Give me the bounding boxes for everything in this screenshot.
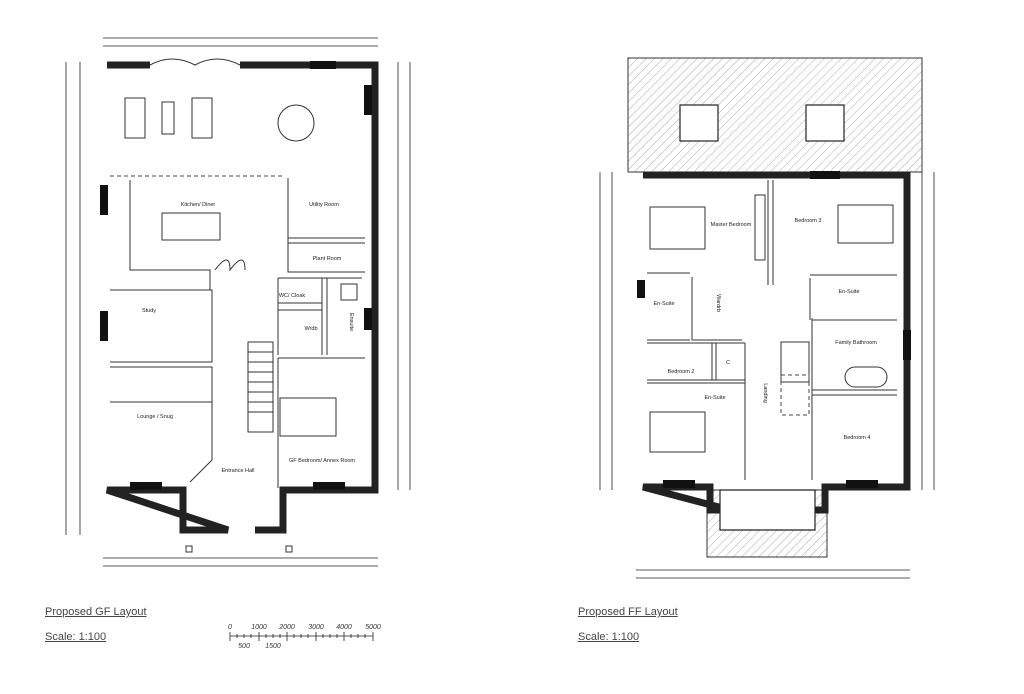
room-label: En-Suite — [704, 395, 725, 401]
scale-tick-label: 1000 — [251, 624, 267, 631]
room-label: Bedroom 3 — [795, 218, 822, 224]
scale-tick-label: 3000 — [308, 624, 324, 631]
first-floor-plan: Master Bedroom Bedroom 3 En-Suite Wardrb… — [599, 57, 935, 579]
gf-layout-title: Proposed GF Layout — [45, 606, 147, 618]
room-label: Plant Room — [313, 256, 342, 262]
gf-scale-label: Scale: 1:100 — [45, 631, 107, 643]
ff-layout-title: Proposed FF Layout — [578, 606, 678, 618]
scale-tick-label: 5000 — [365, 624, 381, 631]
room-label: Utility Room — [309, 202, 339, 208]
ff-scale-label: Scale: 1:100 — [578, 631, 640, 643]
room-label: GF Bedroom/ Annex Room — [289, 458, 355, 464]
scale-tick-label: 1500 — [265, 643, 281, 650]
room-label: Bedroom 2 — [668, 369, 695, 375]
scale-tick-label: 2000 — [278, 624, 295, 631]
room-label: Study — [142, 308, 156, 314]
scale-bar: 0 1000 2000 3000 4000 5000 500 1500 — [228, 624, 381, 650]
room-label: Kitchen/ Diner — [181, 202, 216, 208]
room-label: Wrdb — [304, 326, 317, 332]
room-label: Landing — [762, 383, 768, 403]
room-label: Master Bedroom — [711, 222, 752, 228]
room-label: Bedroom 4 — [844, 435, 871, 441]
scale-tick-label: 500 — [238, 643, 250, 650]
room-label: En-Suite — [838, 289, 859, 295]
room-label: WC/ Cloak — [279, 293, 306, 299]
room-label: En-Suite — [653, 301, 674, 307]
ground-floor-plan: Kitchen/ Diner Utility Room Plant Room W… — [65, 37, 411, 567]
room-label: Lounge / Snug — [137, 414, 173, 420]
room-label: C — [726, 360, 730, 366]
scale-tick-label: 4000 — [336, 624, 352, 631]
room-label: Wardrb — [715, 294, 721, 312]
room-label: Ensuite — [348, 313, 354, 331]
scale-tick-label: 0 — [228, 624, 232, 631]
room-label: Family Bathroom — [835, 340, 877, 346]
room-label: Entrance Hall — [221, 468, 254, 474]
